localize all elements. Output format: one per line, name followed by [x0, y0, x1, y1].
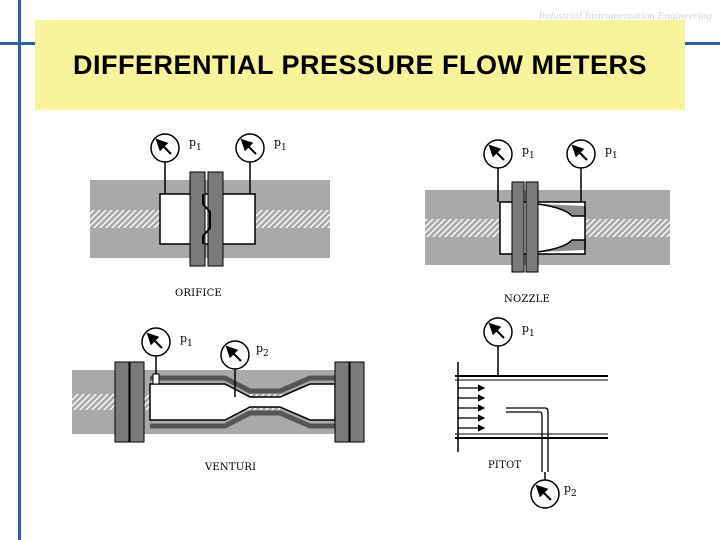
page-title: DIFFERENTIAL PRESSURE FLOW METERS — [72, 49, 648, 80]
pitot-meter: p1 p2 PITOT — [455, 317, 608, 509]
venturi-gauge-right — [220, 340, 250, 397]
venturi-p1: p1 — [180, 332, 193, 349]
venturi-meter: p1 p2 VENTURI — [72, 327, 365, 473]
nozzle-gauge-left — [483, 139, 513, 202]
orifice-plate — [202, 194, 211, 244]
nozzle-label: NOZZLE — [504, 294, 550, 305]
venturi-flange-2 — [129, 361, 145, 443]
pitot-label: PITOT — [488, 460, 521, 471]
nozzle-p1-right: p1 — [605, 144, 618, 161]
orifice-flange-right — [207, 171, 224, 267]
pitot-gauge-bottom — [530, 472, 560, 509]
nozzle-lower-contour — [537, 239, 586, 253]
venturi-upper-wall — [150, 375, 335, 394]
nozzle-upper-contour — [537, 203, 586, 217]
pitot-gauge-top — [483, 317, 513, 376]
venturi-lower-wall — [150, 410, 335, 429]
orifice-gauge-right — [235, 133, 265, 194]
venturi-flange-1 — [114, 361, 130, 443]
pitot-tube-inner — [506, 407, 549, 472]
nozzle-flange-right — [525, 181, 539, 273]
nozzle-flange-left — [511, 181, 525, 273]
orifice-gauge-left — [150, 133, 180, 194]
orifice-p1-right: p1 — [274, 136, 287, 153]
flow-meters-diagram: p1 p1 ORIFICE p1 p1 NOZZLE — [72, 133, 670, 509]
nozzle-meter: p1 p1 NOZZLE — [425, 139, 670, 305]
venturi-p2: p2 — [256, 342, 269, 359]
venturi-gauge-left — [141, 327, 171, 385]
orifice-meter: p1 p1 ORIFICE — [90, 133, 330, 299]
title-banner: DIFFERENTIAL PRESSURE FLOW METERS — [35, 20, 685, 110]
nozzle-p1-left: p1 — [522, 144, 535, 161]
pitot-tube-outer — [506, 411, 543, 472]
pitot-p2: p2 — [564, 482, 577, 499]
venturi-label: VENTURI — [204, 462, 256, 473]
pitot-flow-arrows — [458, 384, 486, 432]
orifice-label: ORIFICE — [175, 288, 222, 299]
nozzle-gauge-right — [566, 139, 596, 202]
orifice-p1-left: p1 — [189, 136, 202, 153]
venturi-flange-3 — [334, 361, 350, 443]
left-accent-line — [18, 0, 21, 540]
venturi-flange-4 — [349, 361, 365, 443]
orifice-flange-left — [189, 171, 206, 267]
watermark: Industrial Instrumentation Engineering — [538, 10, 712, 22]
pitot-p1: p1 — [522, 322, 535, 339]
